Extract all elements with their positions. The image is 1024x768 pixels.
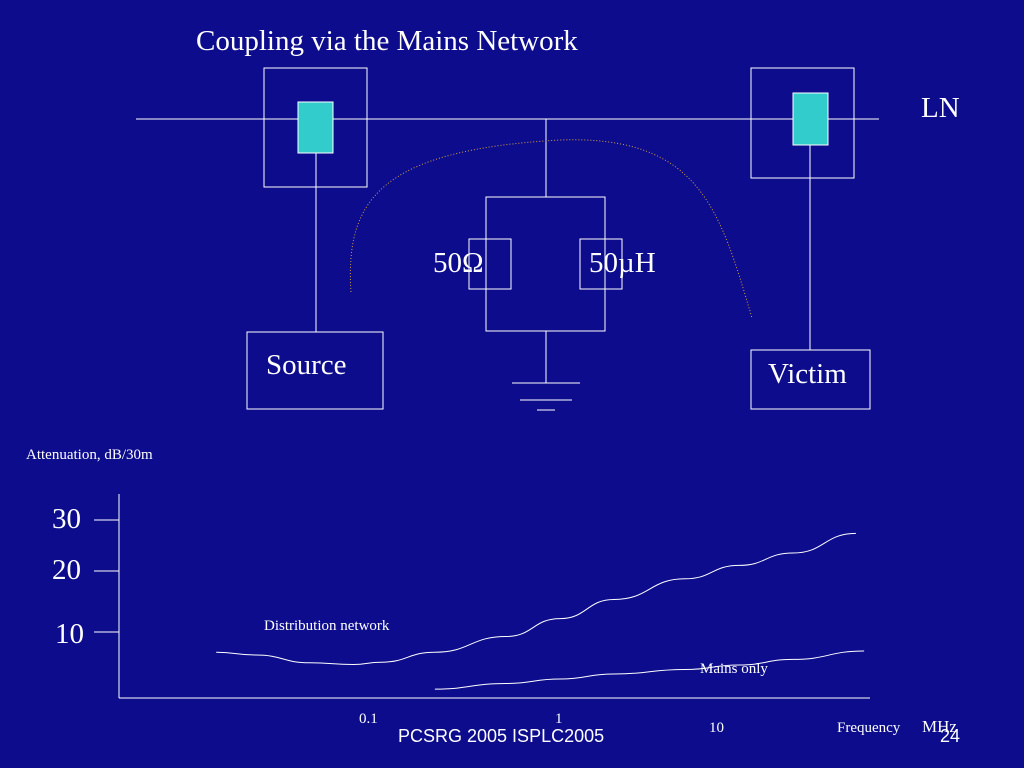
x-axis-label: Frequency: [837, 720, 901, 736]
source-label: Source: [266, 349, 347, 381]
page-number: 24: [940, 726, 961, 746]
mains-only-line: [434, 650, 865, 690]
y-axis-label: Attenuation, dB/30m: [26, 447, 153, 463]
footer-text: PCSRG 2005 ISPLC2005: [398, 726, 605, 746]
resistor-label: 50Ω: [433, 247, 484, 279]
series-layer: [216, 532, 865, 690]
distribution-network-line: [216, 532, 856, 666]
inductor-label: 50µH: [589, 247, 656, 279]
x-tick-label-1: 1: [555, 711, 563, 727]
victim-coupler-box: [750, 67, 855, 179]
y-tick-label-20: 20: [52, 554, 81, 586]
victim-coupler-element: [792, 92, 829, 146]
x-tick-label-0.1: 0.1: [359, 711, 378, 727]
victim-box: [750, 349, 871, 410]
inductor-box: [579, 238, 623, 290]
series-label-mains: Mains only: [700, 661, 768, 677]
x-axis-unit: MHz: [922, 717, 957, 736]
x-tick-label-10: 10: [709, 720, 724, 736]
source-coupler-element: [297, 101, 334, 154]
victim-label: Victim: [768, 358, 847, 390]
series-label-distribution: Distribution network: [264, 618, 390, 634]
y-tick-label-30: 30: [52, 503, 81, 535]
resistor-box: [468, 238, 512, 290]
slide-title: Coupling via the Mains Network: [196, 25, 578, 57]
y-tick-label-10: 10: [55, 618, 84, 650]
line-label: LN: [921, 92, 960, 124]
source-box: [246, 331, 384, 410]
